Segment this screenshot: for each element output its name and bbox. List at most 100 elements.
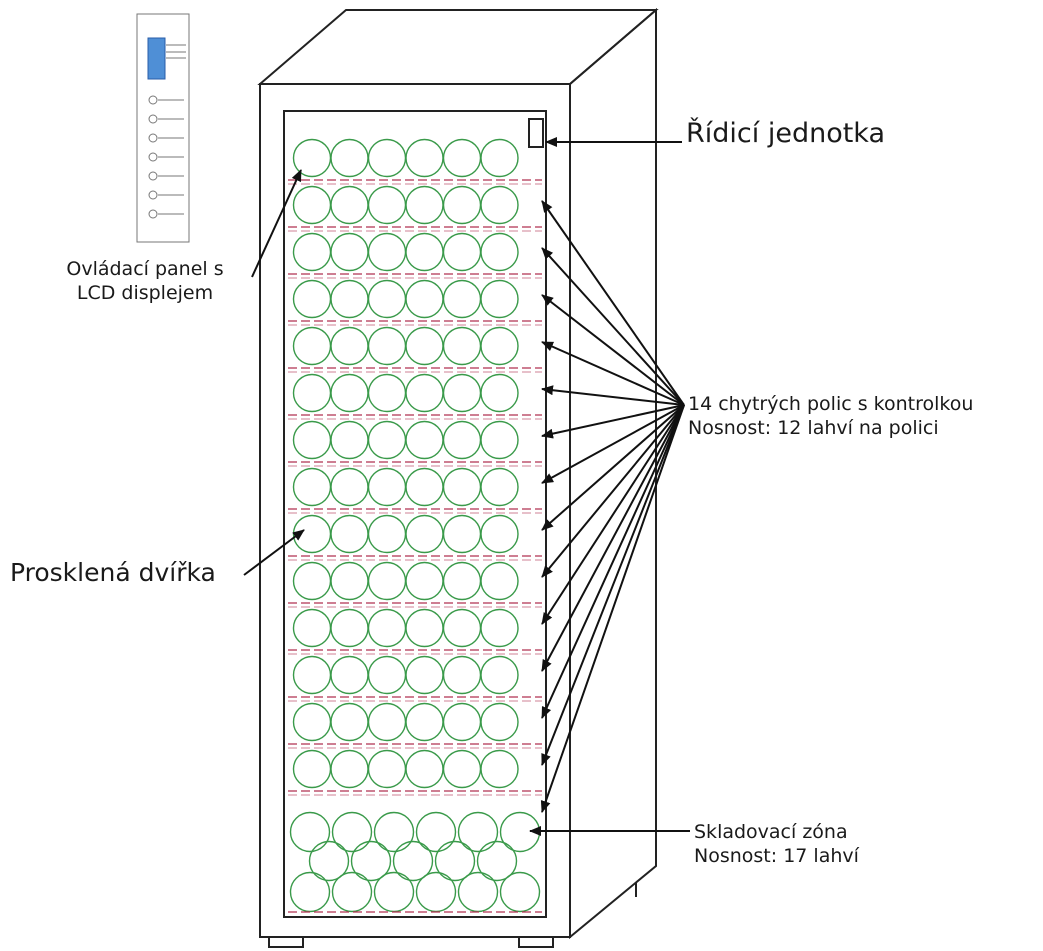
shelf-arrow [540, 404, 685, 813]
bottle [330, 514, 369, 554]
cabinet-side [569, 7, 657, 940]
glass-door-text: Prosklená dvířka [10, 558, 216, 587]
shelf-arrow [541, 404, 685, 625]
bottle [442, 702, 482, 742]
cabinet-front [259, 83, 571, 938]
storage-bottle [415, 871, 457, 913]
bottle [442, 655, 482, 695]
bottle [292, 232, 332, 272]
storage-bottle [289, 811, 331, 853]
bottle [442, 326, 482, 366]
bottle [480, 420, 519, 460]
bottle [442, 232, 482, 272]
bottle [330, 232, 369, 272]
bottle [442, 514, 482, 554]
bottle [367, 655, 407, 695]
shelf-arrow [541, 200, 685, 406]
bottle [442, 608, 482, 648]
bottle [292, 561, 332, 601]
bottle [330, 185, 369, 225]
storage-bottle [434, 840, 476, 882]
shelf-arrow [541, 404, 685, 578]
bottle [367, 561, 407, 601]
storage-bottle [415, 811, 457, 853]
control-unit-box [528, 118, 544, 148]
bottle [292, 326, 332, 366]
bottle [480, 232, 519, 272]
storage-bottle [350, 840, 392, 882]
storage-bottle [457, 811, 499, 853]
bottle [367, 185, 407, 225]
bottle [330, 373, 369, 413]
bottle [405, 232, 444, 272]
shelf-arrow [541, 294, 685, 406]
shelf-arrow [541, 404, 685, 672]
bottle [292, 749, 332, 789]
bottle [480, 138, 519, 178]
bottle [405, 702, 444, 742]
bottle [405, 373, 444, 413]
bottle [292, 608, 332, 648]
bottle [442, 373, 482, 413]
lcd-display [147, 37, 166, 80]
control-panel-arrow [251, 169, 302, 278]
bottle [330, 608, 369, 648]
bottle [405, 514, 444, 554]
bottle [480, 514, 519, 554]
storage-bottle [499, 871, 541, 913]
bottle [480, 279, 519, 319]
bottle [330, 467, 369, 507]
bottle [405, 608, 444, 648]
foot-right [518, 936, 554, 948]
shelf-arrow [541, 404, 685, 484]
shelves-text-1: 14 chytrých polic s kontrolkou [688, 393, 974, 415]
cabinet-top [257, 9, 659, 85]
shelf-arrow [541, 341, 685, 406]
bottle [330, 702, 369, 742]
panel-button [148, 152, 158, 162]
bottle [367, 514, 407, 554]
storage-bottle [331, 871, 373, 913]
storage-zone-group [288, 811, 542, 913]
control-panel-text-2: LCD displejem [76, 282, 214, 305]
bottle [367, 232, 407, 272]
storage-zone-label: Skladovací zóna Nosnost: 17 lahví [694, 820, 859, 869]
bottle [367, 702, 407, 742]
bottle [442, 749, 482, 789]
storage-bottle [373, 811, 415, 853]
bottle [292, 185, 332, 225]
bottle [405, 185, 444, 225]
bottle [330, 655, 369, 695]
bottle [367, 467, 407, 507]
bottle [442, 420, 482, 460]
glass-door-frame [283, 110, 547, 918]
bottle [367, 749, 407, 789]
storage-bottle [457, 871, 499, 913]
bottle [405, 561, 444, 601]
bottle [292, 420, 332, 460]
bottle [405, 138, 444, 178]
panel-buttons [148, 44, 186, 219]
bottle [480, 749, 519, 789]
bottle [480, 185, 519, 225]
bottle [367, 420, 407, 460]
shelf-arrow [541, 247, 685, 406]
bottle [330, 561, 369, 601]
storage-bottle [373, 871, 415, 913]
bottle [480, 326, 519, 366]
bottle [367, 279, 407, 319]
bottle [405, 467, 444, 507]
bottle [367, 373, 407, 413]
bottle [480, 467, 519, 507]
shelves-text-2: Nosnost: 12 lahví na polici [688, 417, 939, 440]
storage-bottle [331, 811, 373, 853]
bottle [330, 279, 369, 319]
bottle [480, 373, 519, 413]
bottle [442, 279, 482, 319]
storage-bottle [289, 871, 331, 913]
shelf-arrow [541, 404, 685, 719]
shelves-group [288, 138, 542, 796]
storage-bottle [308, 840, 350, 882]
bottle [405, 749, 444, 789]
